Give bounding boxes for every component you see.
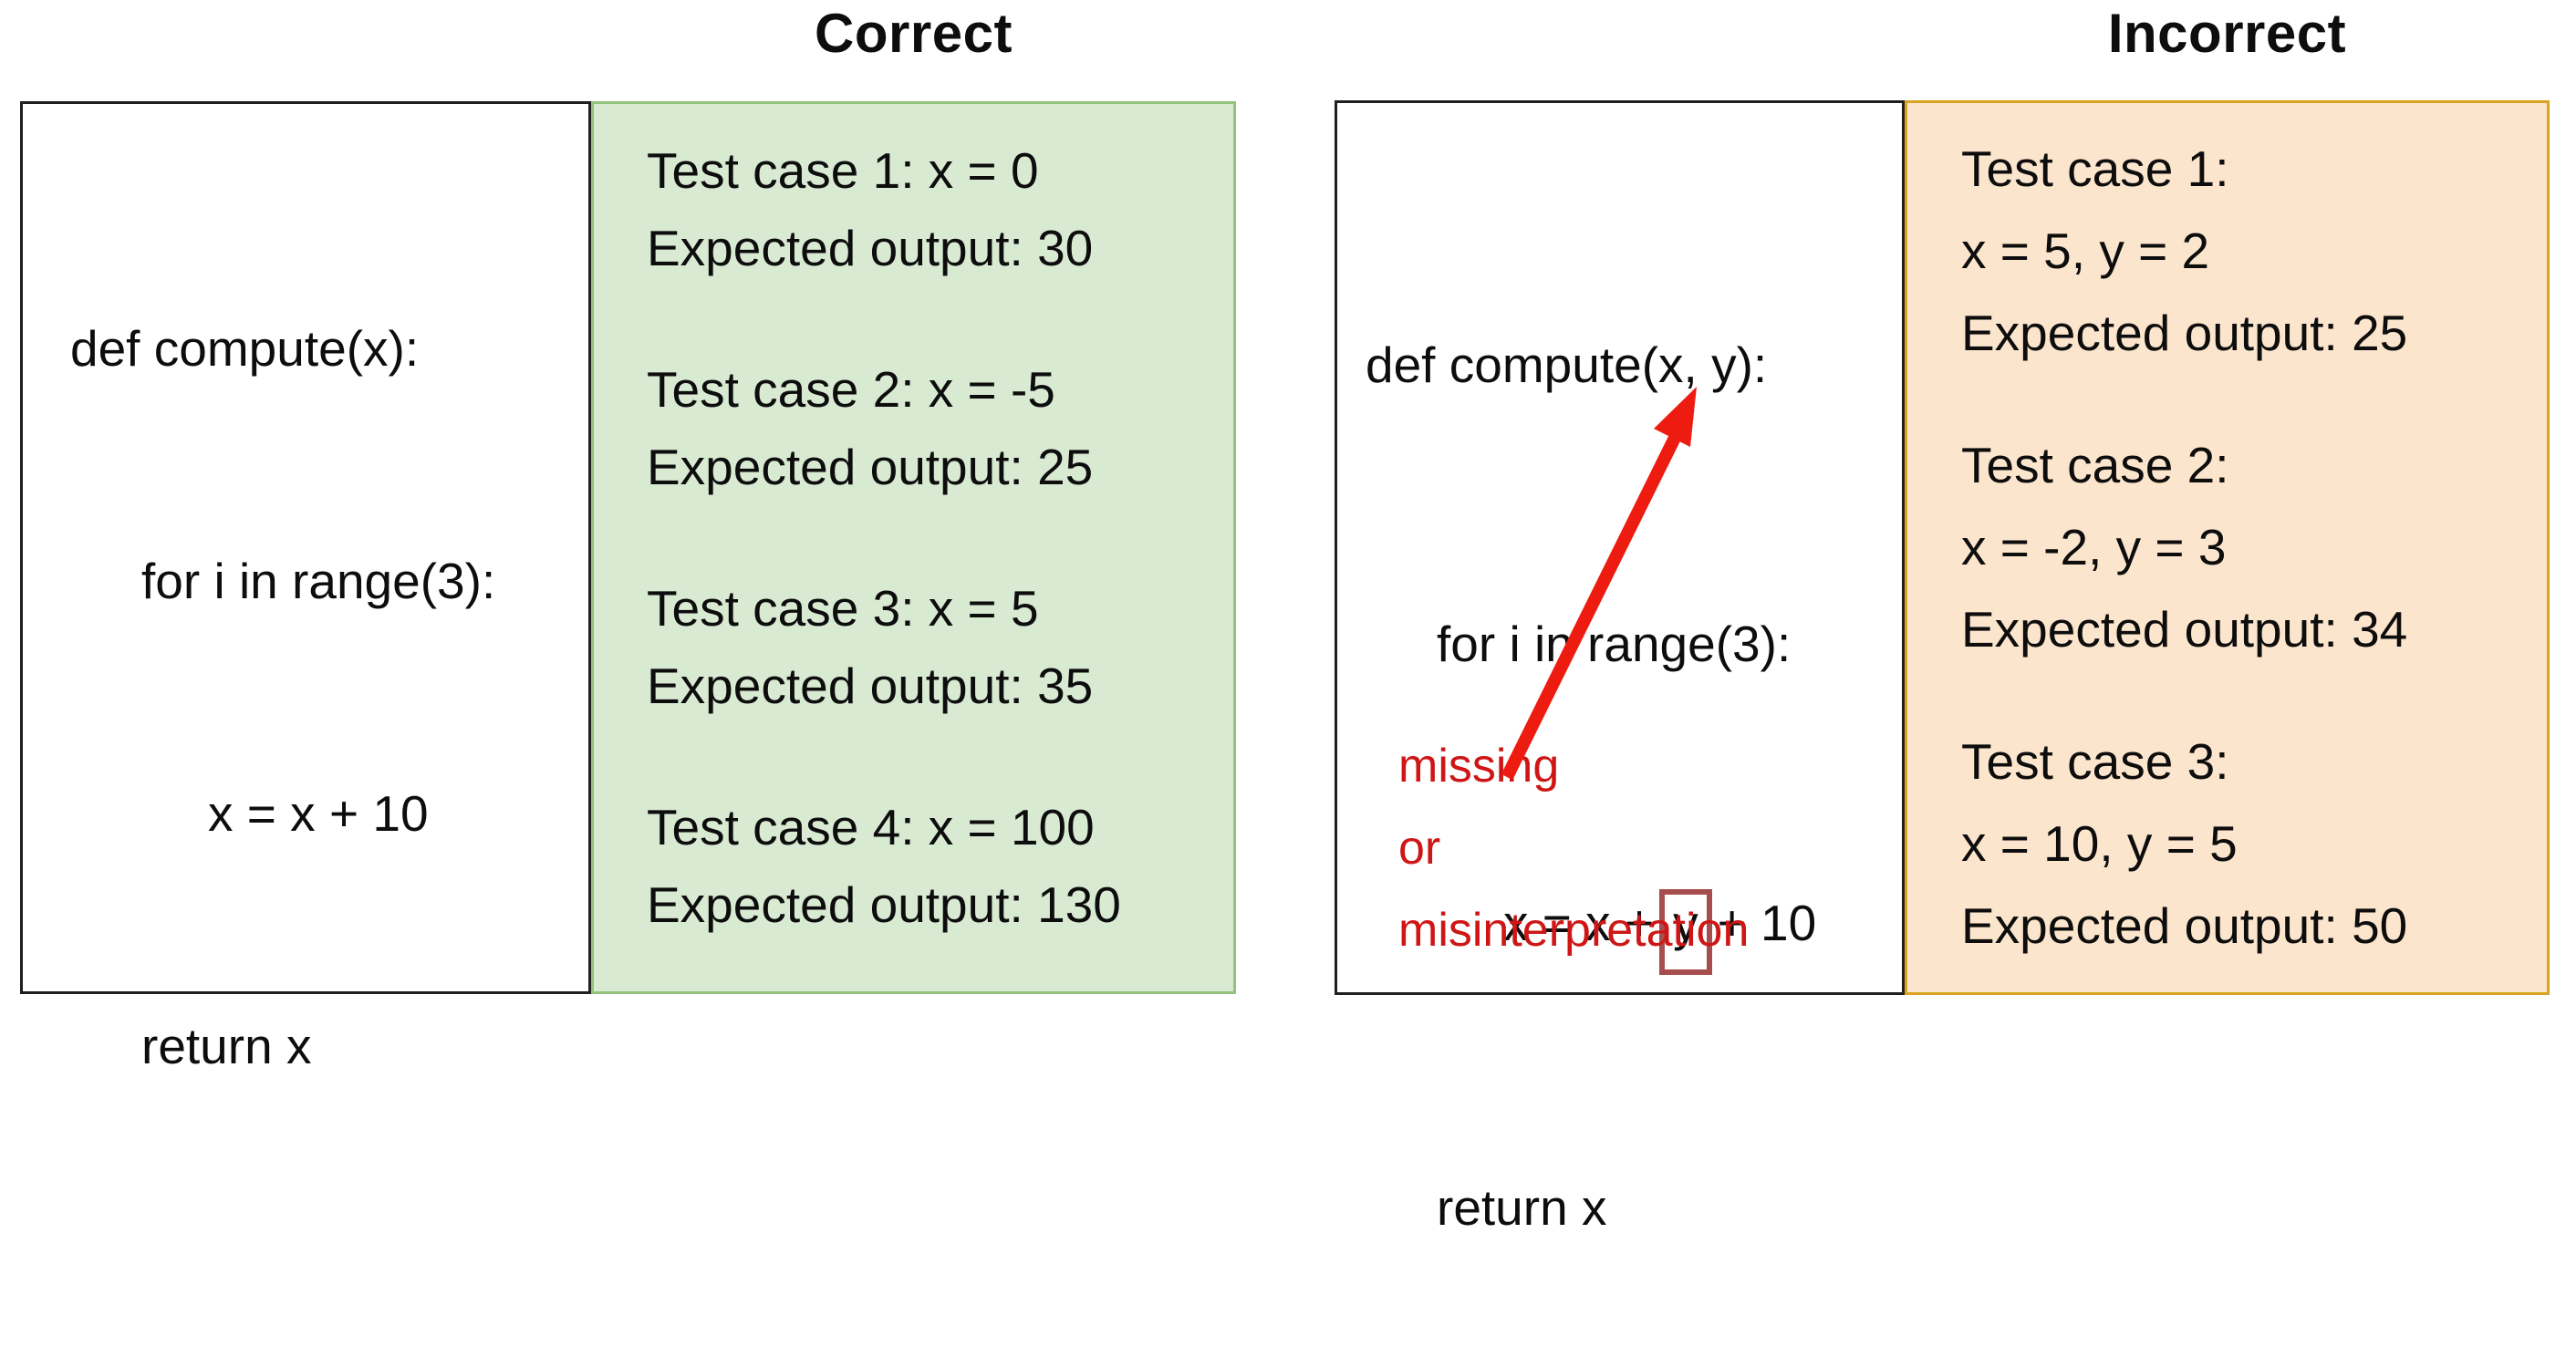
code-line: x = x + y + 10: [1503, 876, 1816, 975]
test-case-expected: Expected output: 25: [647, 439, 1094, 495]
correct-test-panel: [591, 101, 1236, 994]
correct-title: Correct: [815, 3, 1013, 64]
code-line: def compute(x, y):: [1366, 337, 1768, 393]
test-case-header: Test case 1:: [1961, 140, 2229, 197]
code-line: for i in range(3):: [1437, 616, 1792, 672]
annotation-line: misinterpretation: [1398, 904, 1750, 957]
test-case-input: x = 10, y = 5: [1961, 815, 2238, 872]
test-case-input: x = 5, y = 2: [1961, 223, 2210, 279]
code-segment: + 10: [1717, 895, 1817, 951]
code-line: return x: [1437, 1179, 1607, 1236]
annotation-line: missing: [1398, 740, 1560, 793]
annotation-line: or: [1398, 822, 1441, 875]
test-case-expected: Expected output: 34: [1961, 601, 2408, 658]
test-case-expected: Expected output: 25: [1961, 305, 2408, 361]
code-segment: x = x +: [1503, 895, 1655, 951]
test-case: Test case 1: x = 5, y = 2 Expected outpu…: [1961, 128, 2407, 374]
test-case: Test case 2: x = -5 Expected output: 25: [647, 351, 1121, 506]
test-case-input: Test case 4: x = 100: [647, 799, 1095, 855]
error-annotation: missing or misinterpretation: [1398, 725, 1749, 971]
test-case-expected: Expected output: 50: [1961, 897, 2408, 954]
highlighted-y-box: y: [1659, 889, 1712, 975]
test-case-expected: Expected output: 35: [647, 658, 1094, 714]
test-case-expected: Expected output: 130: [647, 876, 1121, 933]
code-line: for i in range(3):: [141, 553, 496, 609]
test-case: Test case 3: x = 5 Expected output: 35: [647, 570, 1121, 725]
test-case-header: Test case 2:: [1961, 437, 2229, 493]
correct-test-cases: Test case 1: x = 0 Expected output: 30 T…: [647, 132, 1121, 1008]
incorrect-test-cases: Test case 1: x = 5, y = 2 Expected outpu…: [1961, 128, 2407, 1017]
test-case: Test case 3: x = 10, y = 5 Expected outp…: [1961, 720, 2407, 967]
test-case-input: Test case 3: x = 5: [647, 580, 1039, 637]
test-case-input: x = -2, y = 3: [1961, 519, 2227, 575]
code-line: x = x + 10: [208, 785, 429, 842]
code-line: return x: [141, 1018, 312, 1074]
test-case-input: Test case 1: x = 0: [647, 142, 1039, 199]
test-case: Test case 2: x = -2, y = 3 Expected outp…: [1961, 424, 2407, 670]
correct-code: def compute(x): for i in range(3): x = x…: [70, 155, 495, 1163]
test-case: Test case 1: x = 0 Expected output: 30: [647, 132, 1121, 287]
highlighted-variable: y: [1673, 895, 1698, 951]
code-line: def compute(x):: [70, 320, 420, 377]
incorrect-title: Incorrect: [2107, 3, 2347, 64]
test-case: Test case 4: x = 100 Expected output: 13…: [647, 789, 1121, 944]
test-case-input: Test case 2: x = -5: [647, 361, 1055, 418]
test-case-header: Test case 3:: [1961, 733, 2229, 790]
test-case-expected: Expected output: 30: [647, 220, 1094, 276]
correct-code-box: [20, 101, 591, 994]
incorrect-test-panel: [1905, 100, 2550, 995]
